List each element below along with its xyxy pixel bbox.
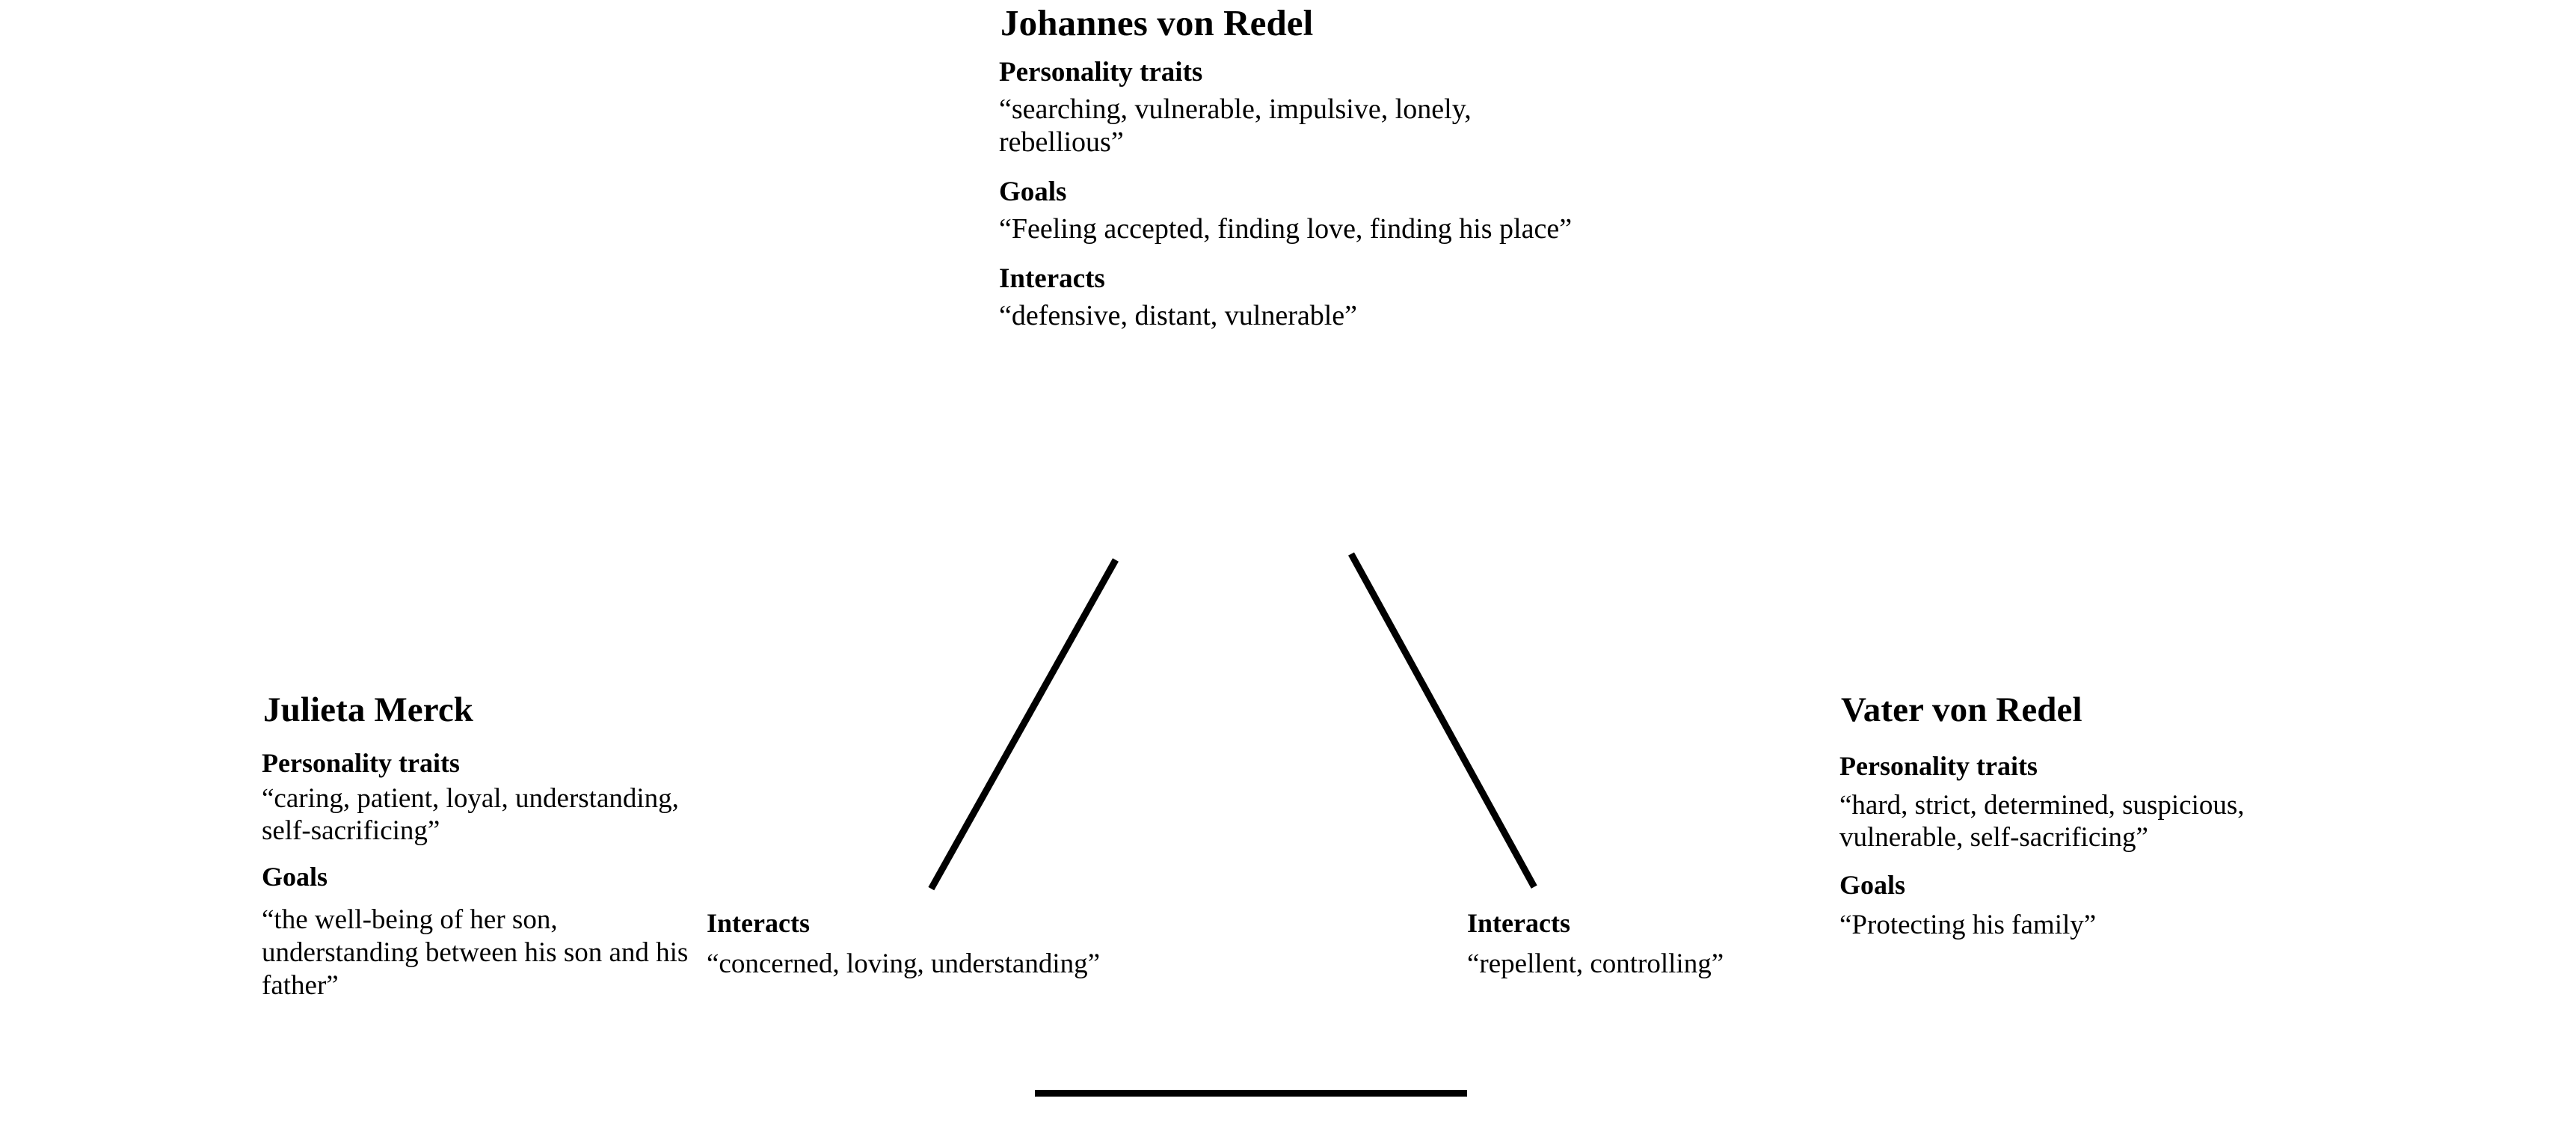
- field-goals-johannes: Goals “Feeling accepted, finding love, f…: [999, 178, 1590, 245]
- field-goals-vater: Goals “Protecting his family”: [1839, 871, 2303, 939]
- field-interacts-johannes: Interacts “defensive, distant, vulnerabl…: [999, 265, 1590, 332]
- field-goals-julieta: Goals “the well-being of her son, unders…: [262, 863, 710, 1002]
- character-name-vater: Vater von Redel: [1841, 690, 2082, 729]
- field-value-interacts: “repellent, controlling”: [1467, 948, 1724, 979]
- field-value-goals: “the well-being of her son, understandin…: [262, 904, 689, 1002]
- character-node-vater: Vater von Redel Personality traits “hard…: [1839, 693, 2303, 939]
- field-value-interacts: “defensive, distant, vulnerable”: [999, 300, 1358, 332]
- field-personality-traits-vater: Personality traits “hard, strict, determ…: [1839, 753, 2303, 854]
- field-label-interacts: Interacts: [1467, 908, 1570, 938]
- connector-line-right-diagonal: [1348, 551, 1537, 889]
- field-label-interacts: Interacts: [999, 263, 1105, 295]
- character-node-julieta: Julieta Merck Personality traits “caring…: [262, 693, 710, 1002]
- connector-line-bottom-horizontal: [1035, 1090, 1467, 1097]
- character-name-julieta: Julieta Merck: [263, 690, 474, 729]
- field-value-goals: “Protecting his family”: [1839, 909, 2097, 940]
- field-value-personality-traits: “caring, patient, loyal, understanding, …: [262, 783, 679, 846]
- field-value-personality-traits: “searching, vulnerable, impulsive, lonel…: [999, 94, 1472, 159]
- field-label-personality-traits: Personality traits: [999, 57, 1203, 88]
- field-personality-traits-johannes: Personality traits “searching, vulnerabl…: [999, 58, 1590, 159]
- field-value-interacts: “concerned, loving, understanding”: [707, 948, 1101, 979]
- field-label-personality-traits: Personality traits: [262, 748, 460, 778]
- field-value-goals: “Feeling accepted, finding love, finding…: [999, 213, 1573, 245]
- field-label-goals: Goals: [999, 177, 1067, 208]
- connector-line-left-diagonal: [928, 557, 1119, 890]
- edge-label-julieta-johannes: Interacts “concerned, loving, understand…: [707, 910, 1100, 978]
- field-label-personality-traits: Personality traits: [1839, 751, 2038, 781]
- character-name-johannes: Johannes von Redel: [1000, 2, 1314, 43]
- edge-label-vater-johannes: Interacts “repellent, controlling”: [1467, 910, 1724, 978]
- character-node-johannes: Johannes von Redel Personality traits “s…: [999, 4, 1590, 332]
- field-personality-traits-julieta: Personality traits “caring, patient, loy…: [262, 750, 710, 847]
- field-label-goals: Goals: [262, 862, 328, 892]
- field-label-interacts: Interacts: [707, 908, 810, 938]
- field-label-goals: Goals: [1839, 869, 1906, 900]
- field-value-personality-traits: “hard, strict, determined, suspicious, v…: [1839, 790, 2245, 853]
